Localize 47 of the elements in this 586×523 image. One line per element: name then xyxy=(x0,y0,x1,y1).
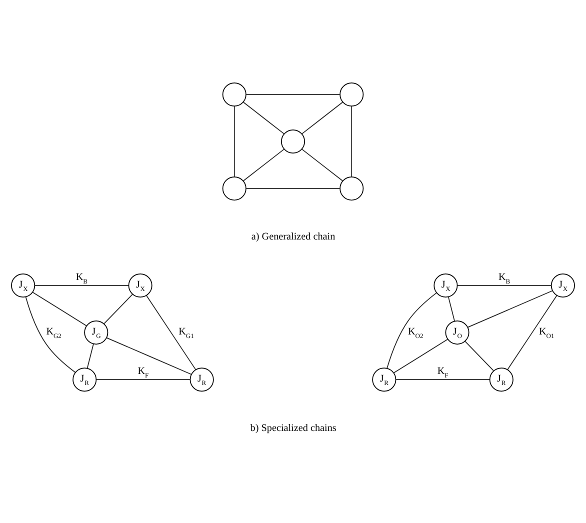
connector xyxy=(456,284,552,286)
edge-label: K$_{G2}$ xyxy=(46,326,62,340)
connector xyxy=(242,148,285,181)
node-circle xyxy=(222,82,246,106)
connector xyxy=(448,296,455,321)
edge-label: K$_{F}$ xyxy=(138,365,149,379)
node-circle: J$_{R}$ xyxy=(489,367,514,392)
node-circle: J$_{R}$ xyxy=(72,367,97,392)
connector xyxy=(104,293,134,324)
edge-label: K$_{O1}$ xyxy=(539,326,554,340)
connector xyxy=(96,378,191,380)
node-circle: J$_{X}$ xyxy=(128,273,152,298)
node-circle: J$_{R}$ xyxy=(190,367,214,392)
node-circle xyxy=(280,129,306,154)
node-circle: J$_{X}$ xyxy=(434,273,458,298)
label: a) Generalized chain xyxy=(251,231,336,242)
node-circle xyxy=(222,176,246,200)
connector xyxy=(234,105,235,177)
connector xyxy=(106,336,192,374)
connector xyxy=(507,294,558,370)
edge-label: K$_{O2}$ xyxy=(408,326,424,340)
edge-label: K$_{F}$ xyxy=(437,365,448,379)
connector xyxy=(395,378,490,380)
node-circle: J$_{X}$ xyxy=(11,273,36,298)
connector xyxy=(32,291,88,326)
edge-label: K$_{B}$ xyxy=(498,271,510,285)
connector xyxy=(301,148,344,181)
node-circle: J$_{R}$ xyxy=(372,367,396,392)
connector xyxy=(301,101,344,134)
connector xyxy=(25,296,76,372)
node-circle: J$_{X}$ xyxy=(550,273,575,298)
node-circle: J$_{O}$ xyxy=(445,320,470,344)
node-circle: J$_{G}$ xyxy=(84,320,108,344)
connector xyxy=(393,338,448,373)
edge-label: K$_{B}$ xyxy=(76,271,88,285)
connector xyxy=(34,284,130,286)
connector xyxy=(351,105,352,177)
connector xyxy=(242,101,285,134)
connector xyxy=(386,292,438,368)
label: b) Specialized chains xyxy=(250,422,336,434)
connector xyxy=(146,294,196,370)
node-circle xyxy=(340,82,364,106)
edge-label: K$_{G1}$ xyxy=(178,326,194,340)
connector xyxy=(464,340,494,371)
node-circle xyxy=(340,176,364,200)
connector xyxy=(86,342,94,368)
connector xyxy=(467,290,553,328)
